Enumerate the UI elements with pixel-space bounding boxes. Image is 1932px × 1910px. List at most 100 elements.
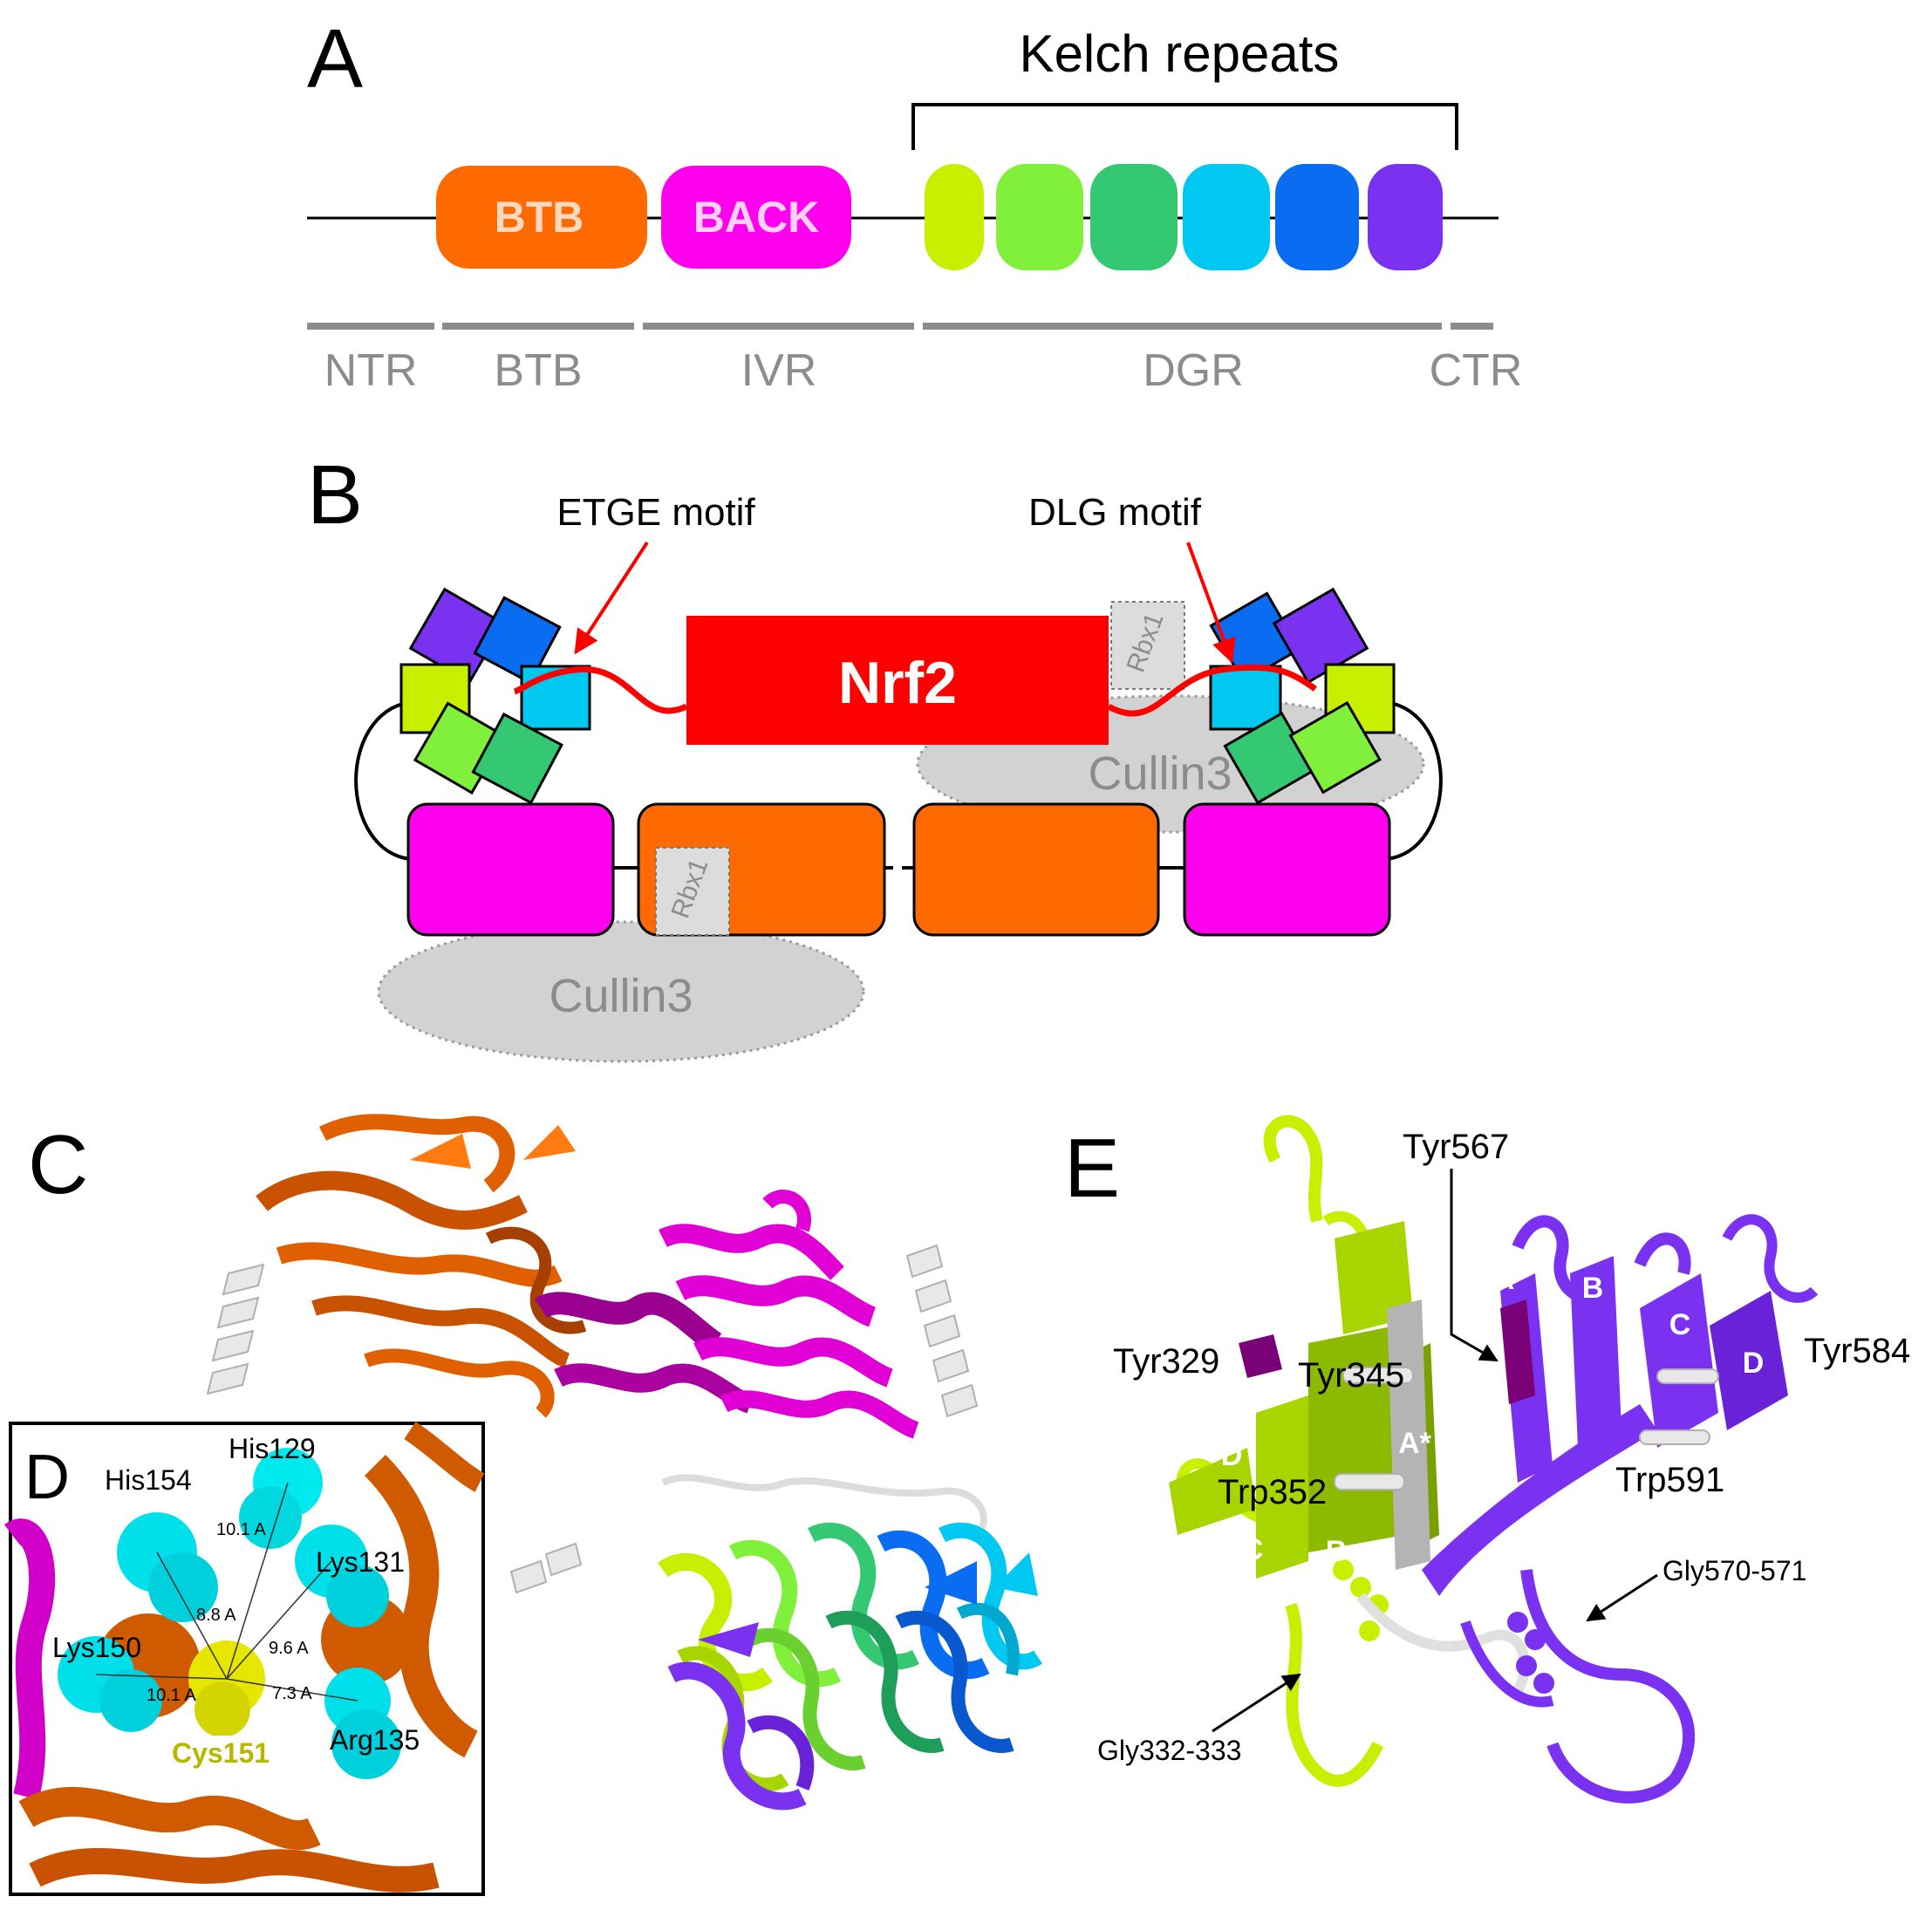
kelch-blade-5: [1275, 164, 1359, 270]
label-trp352: Trp352: [1218, 1473, 1327, 1511]
panel-c-white-helix-right: [509, 1244, 979, 1594]
dlg-motif-label: DLG motif: [1028, 491, 1202, 534]
panel-b: B Cullin3 Cullin3 Rbx1 Rbx1: [307, 448, 1443, 1063]
propeller-left-emerald: [471, 712, 563, 805]
back-box-right: [1183, 802, 1391, 937]
dlg-motif-arrow: [1186, 542, 1236, 664]
panel-d-distance-lines: [95, 1482, 358, 1702]
btb-domain-label: BTB: [495, 193, 584, 242]
label-cys151: Cys151: [172, 1737, 270, 1769]
distance-lys131: 9.6 A: [269, 1639, 309, 1658]
strand-label-b: B: [1582, 1272, 1604, 1305]
label-his129: His129: [229, 1433, 316, 1464]
gly332-pointer: [1212, 1673, 1301, 1733]
region-label-ctr: CTR: [1430, 345, 1523, 396]
label-tyr584: Tyr584: [1804, 1332, 1910, 1370]
nrf2-chain-left: [513, 665, 688, 714]
rbx1-box-top: [1110, 601, 1185, 690]
region-label-btb: BTB: [494, 345, 582, 396]
nrf2-label: Nrf2: [838, 650, 957, 716]
cullin3-bottom-label: Cullin3: [549, 970, 693, 1022]
kelch-blade-2: [996, 164, 1083, 270]
btb-structure-cluster: [256, 1114, 587, 1418]
rbx1-box-bottom: [655, 847, 730, 936]
panel-c-letter: C: [28, 1118, 88, 1211]
back-box-left: [406, 802, 615, 937]
his154-sphere-b: [148, 1552, 218, 1622]
his129-sphere-b: [239, 1486, 302, 1549]
panel-a-letter: A: [307, 12, 363, 106]
kelch-repeat-blades: [925, 164, 1443, 270]
propeller-right-cyan: [1209, 665, 1282, 731]
etge-motif-label: ETGE motif: [556, 491, 755, 534]
panel-e: E: [1064, 1115, 1910, 1804]
back-domain-box: [661, 166, 851, 269]
kelch-propeller-right: [1209, 587, 1396, 805]
distance-his154: 10.1 A: [216, 1520, 266, 1539]
kelch-repeats-title: Kelch repeats: [1020, 24, 1340, 83]
panel-d-background-ribbons: [3, 1422, 485, 1893]
region-label-dgr: DGR: [1143, 345, 1244, 396]
panel-b-letter: B: [307, 448, 363, 542]
blade-six-structure: [1422, 1214, 1819, 1804]
label-his154: His154: [105, 1464, 192, 1496]
strand-label-d-left: D: [1221, 1439, 1243, 1472]
tyr329-sidechain: [1239, 1334, 1282, 1378]
label-lys150: Lys150: [52, 1632, 141, 1663]
kelch-propeller-structure: [658, 1522, 1042, 1811]
label-tyr345: Tyr345: [1298, 1356, 1404, 1395]
kelch-blade-6: [1368, 164, 1443, 270]
btb-box-right: [912, 802, 1160, 937]
kelch-blade-3: [1090, 164, 1178, 270]
label-arg135: Arg135: [330, 1724, 420, 1756]
tyr567-pointer: [1450, 1169, 1498, 1362]
cullin3-top-label: Cullin3: [1088, 747, 1232, 800]
panel-d-letter: D: [24, 1443, 70, 1512]
btb-domain-box: [436, 166, 647, 269]
back-structure-cluster: [534, 1190, 919, 1439]
cys151-label-box: [167, 1736, 274, 1770]
panel-c: C: [28, 1114, 1042, 1811]
strand-label-c: C: [1669, 1308, 1691, 1341]
propeller-left-cyan: [520, 665, 591, 731]
panel-c-white-helix-left: [206, 1263, 265, 1395]
white-sidechains: [1334, 1367, 1719, 1490]
cys151-sphere-b: [195, 1681, 250, 1737]
panel-a: A Kelch repeats BTB BACK NTR BTB IVR DGR…: [307, 12, 1522, 396]
label-gly570-571: Gly570-571: [1662, 1555, 1806, 1586]
panel-d: D His154 His129 Lys131 Lys150 Arg135 Cys…: [3, 1422, 485, 1896]
strand-label-d: D: [1743, 1347, 1765, 1380]
nrf2-box: [686, 616, 1109, 745]
gly570-pointer: [1586, 1573, 1658, 1622]
panel-c-white-loop: [661, 1474, 987, 1538]
kelch-blade-4: [1183, 164, 1270, 270]
arg135-sphere-b: [331, 1709, 401, 1779]
strand-label-a-star: A*: [1398, 1427, 1432, 1460]
region-label-ntr: NTR: [324, 345, 418, 396]
kelch-propeller-left: [399, 587, 591, 805]
keap1-dimer-loop: [354, 700, 1443, 861]
distance-lys150: 10.1 A: [147, 1686, 196, 1705]
label-tyr329: Tyr329: [1113, 1342, 1219, 1381]
label-trp591: Trp591: [1615, 1461, 1724, 1499]
strand-label-c-left: C: [1242, 1533, 1264, 1566]
region-label-ivr: IVR: [741, 345, 817, 396]
etge-motif-arrow: [574, 541, 649, 655]
back-domain-label: BACK: [693, 193, 819, 242]
strand-label-a: A: [1493, 1263, 1515, 1296]
panel-e-letter: E: [1064, 1122, 1120, 1215]
tyr567-sidechain: [1500, 1299, 1535, 1404]
label-gly332-333: Gly332-333: [1097, 1735, 1241, 1766]
lys131-sphere-b: [326, 1565, 389, 1627]
kelch-bracket: [911, 103, 1458, 150]
nrf2-chain-right: [1107, 664, 1318, 717]
strand-label-b-left: B: [1326, 1535, 1348, 1568]
propeller-right-green: [1288, 700, 1382, 795]
distance-arg135: 7.3 A: [272, 1684, 312, 1703]
distance-his129: 8.8 A: [196, 1606, 236, 1625]
cullin3-bottom-ellipse: [377, 920, 865, 1063]
lys150-sphere-b: [99, 1669, 162, 1732]
kelch-blade-1: [925, 164, 984, 270]
propeller-left-blue: [473, 596, 562, 685]
